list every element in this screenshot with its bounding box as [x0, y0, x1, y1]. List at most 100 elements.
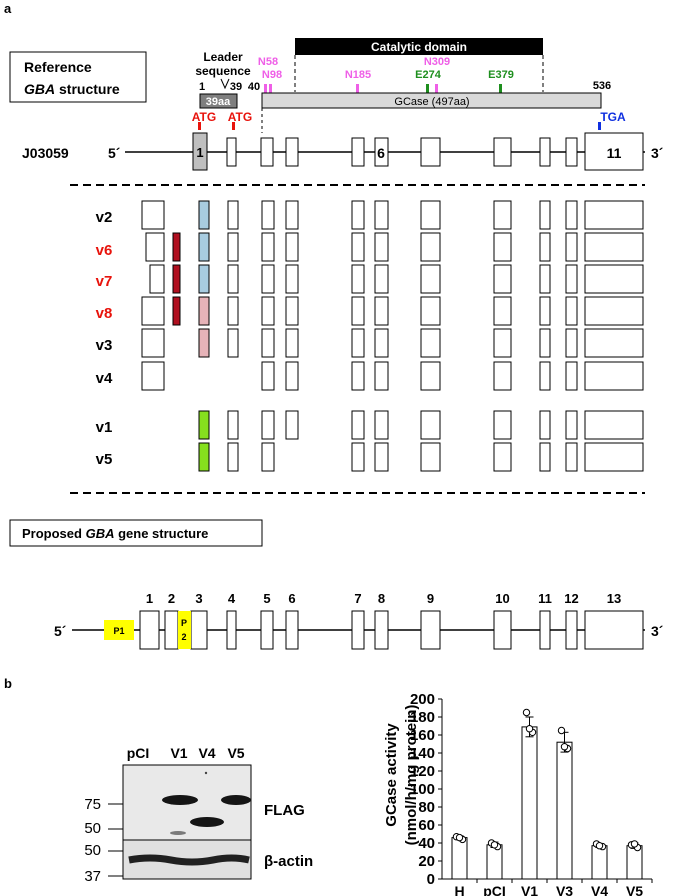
v2-exon-5 — [285, 200, 299, 230]
tga-label: TGA — [600, 110, 626, 124]
v2-exon-12 — [584, 200, 644, 230]
reference-exons — [192, 132, 644, 171]
v3-exon-7 — [374, 328, 389, 358]
pos-536-label: 536 — [593, 80, 611, 92]
v3-exon-10 — [539, 328, 551, 358]
mw-50-bottom: 50 — [84, 842, 101, 859]
chart-ytick-label-40: 40 — [418, 835, 435, 852]
v8-exon-11 — [565, 296, 578, 326]
proposed-exon-number-8: 8 — [378, 591, 385, 606]
proposed-box-label: Proposed GBA gene structure — [22, 526, 208, 541]
proposed-exon-3 — [190, 610, 208, 650]
ref-exon-9 — [539, 137, 551, 167]
promoter-p2 — [178, 611, 191, 649]
chart-ytick-label-120: 120 — [410, 763, 435, 780]
v6-exon-5 — [285, 232, 299, 262]
v1-exon-5 — [285, 410, 299, 440]
v3-exon-9 — [493, 328, 512, 358]
v4-exon-11 — [565, 361, 578, 391]
proposed-exon-number-11: 11 — [538, 591, 552, 606]
v2-exon-9 — [493, 200, 512, 230]
site-e379-mark — [499, 84, 502, 93]
proposed-exon-7 — [351, 610, 365, 650]
chart-ytick-label-80: 80 — [418, 799, 435, 816]
v5-exon-4 — [261, 442, 275, 472]
chart-point-V1-3 — [525, 725, 534, 733]
chart-point-V5-3 — [630, 840, 639, 848]
variant-v2-label: v2 — [96, 209, 113, 226]
variant-row-v3 — [141, 328, 644, 358]
atg-1-label: ATG — [192, 110, 216, 124]
proposed-exon-number-3: 3 — [195, 591, 202, 606]
v6-exon-9 — [493, 232, 512, 262]
v5-exon-7 — [374, 442, 389, 472]
v1-exon-11 — [565, 410, 578, 440]
v7-exon-3 — [227, 264, 239, 294]
v3-exon-first — [141, 328, 165, 358]
atg-2-label: ATG — [228, 110, 252, 124]
v7-exon-first — [149, 264, 165, 294]
mw-37: 37 — [84, 868, 101, 885]
proposed-5-prime: 5´ — [54, 623, 67, 639]
v3-exon-11 — [565, 328, 578, 358]
v6-exon-8 — [420, 232, 441, 262]
reference-box-line1: Reference — [24, 59, 92, 75]
panel-a-label: a — [4, 1, 12, 16]
blot-actin-band — [128, 854, 250, 866]
v1-exon-12 — [584, 410, 644, 440]
chart-ytick-label-100: 100 — [410, 781, 435, 798]
chart-ylabel-line1: GCase activity — [383, 723, 400, 827]
blot-flag-band-v4 — [190, 817, 224, 827]
variant-v3-label: v3 — [96, 337, 113, 354]
proposed-exon-8 — [374, 610, 389, 650]
leader-aa-label: 39aa — [206, 96, 231, 108]
leader-pos-39: 39 — [230, 81, 242, 93]
v5-exon-11 — [565, 442, 578, 472]
v3-exon-4 — [261, 328, 275, 358]
v5-exon-8 — [420, 442, 441, 472]
chart-ytick-label-140: 140 — [410, 745, 435, 762]
v8-exon-3 — [227, 296, 239, 326]
ref-exon-11-label: 11 — [607, 145, 622, 161]
site-n309-mark — [435, 84, 438, 93]
v7-exon-7 — [374, 264, 389, 294]
v8-exon-4 — [261, 296, 275, 326]
proposed-exon-12 — [565, 610, 578, 650]
chart-point-V3-3 — [560, 743, 569, 751]
leader-pos-40: 40 — [248, 81, 260, 93]
v5-exon-12 — [584, 442, 644, 472]
chart-ylabel-line2: (nmol/h/mg protein) — [403, 705, 420, 846]
v8-exon-12 — [584, 296, 644, 326]
v5-exon-10 — [539, 442, 551, 472]
v1-exon-4 — [261, 410, 275, 440]
v1-exon-9 — [493, 410, 512, 440]
v5-exon-2 — [198, 442, 210, 472]
v6-exon-first — [145, 232, 165, 262]
chart-point-V4-3 — [595, 842, 604, 850]
blot-label-flag: FLAG — [264, 802, 305, 819]
panel-b-label: b — [4, 676, 12, 691]
v1-exon-7 — [374, 410, 389, 440]
v7-exon-5 — [285, 264, 299, 294]
proposed-exon-number-1: 1 — [146, 591, 153, 606]
v4-exon-8 — [420, 361, 441, 391]
v2-exon-6 — [351, 200, 365, 230]
gcase-bar-label: GCase (497aa) — [394, 96, 469, 108]
proposed-exon-11 — [539, 610, 551, 650]
leader-line2: sequence — [195, 64, 251, 78]
v2-exon-first — [141, 200, 165, 230]
ref-exon-1 — [192, 132, 208, 171]
v4-exon-5 — [285, 361, 299, 391]
chart-point-V1-1 — [522, 708, 531, 717]
chart-xlabel-pCI: pCI — [483, 883, 506, 896]
v4-exon-first — [141, 361, 165, 391]
proposed-exon-6 — [285, 610, 299, 650]
v4-exon-6 — [351, 361, 365, 391]
promoter-p1 — [104, 620, 134, 640]
tga-mark — [598, 122, 601, 130]
v4-exon-4 — [261, 361, 275, 391]
proposed-exon-number-13: 13 — [607, 591, 621, 606]
leader-line1: Leader — [203, 50, 243, 64]
variant-exon-rows — [141, 200, 644, 472]
